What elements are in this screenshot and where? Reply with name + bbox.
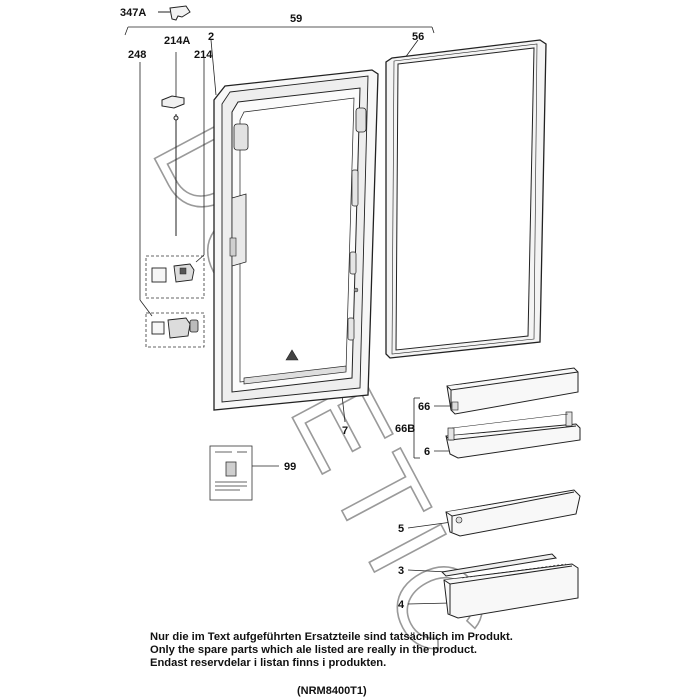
note-line-swedish: Endast reservdelar i listan finns i prod… [150,657,387,669]
callout-248: 248 [128,49,146,61]
callout-6: 6 [424,446,430,458]
model-code: (NRM8400T1) [297,685,367,697]
part-3-retaining-bar [440,553,558,577]
callout-347a: 347A [120,7,146,19]
door-gasket [385,39,547,359]
callout-56: 56 [412,31,424,43]
callout-2: 2 [208,31,214,43]
spare-parts-note: Nur die im Text aufgeführten Ersatzteile… [150,631,670,670]
callout-3: 3 [398,565,404,577]
part-66-door-shelf [446,367,579,415]
part-6-door-shelf [445,411,581,459]
dimension-line-59 [124,26,435,36]
note-line-english: Only the spare parts which ale listed ar… [150,644,478,656]
callout-59: 59 [290,13,302,25]
note-line-german: Nur die im Text aufgeführten Ersatzteile… [150,631,513,643]
callout-214a: 214A [164,35,190,47]
part-248-hinge-kit [145,312,205,348]
part-214-hinge-kit [145,255,205,299]
part-4-bottle-bin [443,563,579,619]
leader-lines [139,39,455,605]
part-5-door-shelf [445,489,581,537]
callout-4: 4 [398,599,405,611]
callout-5: 5 [398,523,404,535]
callout-214: 214 [194,49,213,61]
part-99-manual [209,445,253,501]
callout-labels: 347A 59 214A 2 214 248 56 66 66B 6 7 99 … [120,7,430,611]
callout-7: 7 [342,425,348,437]
callout-99: 99 [284,461,296,473]
door-panel [213,69,379,411]
part-214a-hinge-cap [161,95,185,236]
callout-66: 66 [418,401,430,413]
callout-66b: 66B [395,423,415,435]
part-347a-clip [158,5,191,21]
